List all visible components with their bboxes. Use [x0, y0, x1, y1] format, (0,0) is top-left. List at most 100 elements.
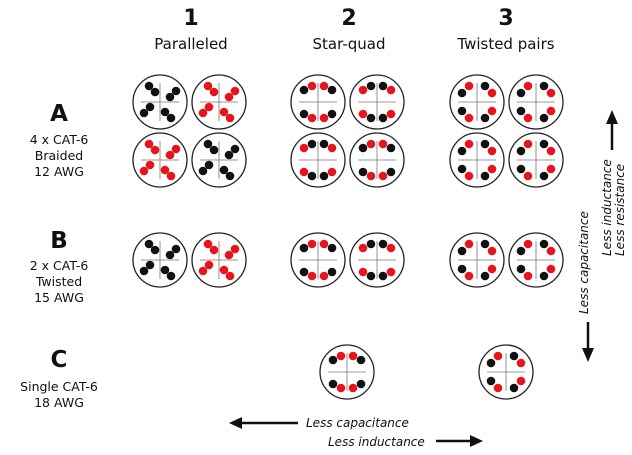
conductor-black [327, 85, 337, 95]
conductor-red [487, 246, 497, 256]
conductor-red [348, 383, 358, 393]
conductor-black [356, 355, 366, 365]
conductor-red [378, 171, 388, 181]
conductor-red [139, 166, 149, 176]
conductor-black [166, 113, 176, 123]
cable-cross-section [290, 232, 346, 288]
conductor-red [487, 164, 497, 174]
conductor-red [523, 271, 533, 281]
cable-cross-section [449, 232, 505, 288]
conductor-red [487, 106, 497, 116]
row-c-line-1: Single CAT-6 [20, 379, 98, 394]
row-c-line-2: 18 AWG [34, 395, 84, 410]
conductor-red [225, 113, 235, 123]
conductor-red [386, 85, 396, 95]
conductor-red [203, 81, 213, 91]
conductor-black [378, 81, 388, 91]
conductor-red [523, 113, 533, 123]
conductor-red [327, 167, 337, 177]
conductor-black [166, 271, 176, 281]
conductor-black [457, 106, 467, 116]
conductor-black [378, 239, 388, 249]
conductor-black [319, 139, 329, 149]
conductor-black [327, 109, 337, 119]
conductor-red [219, 107, 229, 117]
conductor-red [366, 139, 376, 149]
row-a-line-1: 4 x CAT-6 [29, 132, 89, 147]
conductor-black [516, 146, 526, 156]
conductor-red [150, 145, 160, 155]
conductor-black [319, 171, 329, 181]
conductor-black [480, 239, 490, 249]
conductor-black [224, 150, 234, 160]
conductor-red [171, 144, 181, 154]
conductor-black [150, 87, 160, 97]
conductor-red [230, 244, 240, 254]
column-number-1: 1 [183, 6, 199, 31]
conductor-red [348, 351, 358, 361]
conductor-red [160, 165, 170, 175]
conductor-black [307, 171, 317, 181]
conductor-black [307, 139, 317, 149]
cable-cross-section [508, 132, 564, 188]
conductor-red [224, 250, 234, 260]
label-right-less-inductance: Less inductance [600, 159, 614, 256]
conductor-red [307, 113, 317, 123]
conductor-red [230, 86, 240, 96]
conductor-red [523, 81, 533, 91]
conductor-black [144, 81, 154, 91]
cable-cross-section [132, 74, 188, 130]
conductor-black [480, 171, 490, 181]
column-number-2: 2 [341, 6, 357, 31]
conductor-black [327, 267, 337, 277]
conductor-red [144, 139, 154, 149]
cable-cross-section [132, 232, 188, 288]
conductor-black [457, 164, 467, 174]
conductor-red [307, 81, 317, 91]
conductor-red [523, 171, 533, 181]
conductor-black [366, 239, 376, 249]
row-a-line-2: Braided [34, 148, 84, 163]
conductor-red [366, 171, 376, 181]
conductor-black [486, 358, 496, 368]
conductor-black [171, 244, 181, 254]
conductor-black [539, 239, 549, 249]
conductor-red [546, 164, 556, 174]
conductor-red [336, 351, 346, 361]
conductor-red [386, 109, 396, 119]
column-name-star-quad: Star-quad [312, 35, 386, 53]
conductor-red [386, 243, 396, 253]
conductor-red [464, 139, 474, 149]
conductor-red [493, 351, 503, 361]
conductor-red [464, 113, 474, 123]
conductor-black [299, 85, 309, 95]
conductor-red [198, 266, 208, 276]
conductor-black [145, 260, 155, 270]
conductor-black [457, 88, 467, 98]
conductor-black [480, 271, 490, 281]
conductor-black [509, 383, 519, 393]
conductor-red [224, 92, 234, 102]
cable-cross-section [349, 232, 405, 288]
conductor-black [516, 88, 526, 98]
conductor-red [203, 239, 213, 249]
conductor-black [358, 167, 368, 177]
conductor-red [487, 88, 497, 98]
conductor-red [493, 383, 503, 393]
conductor-black [516, 106, 526, 116]
conductor-black [327, 243, 337, 253]
conductor-black [160, 107, 170, 117]
conductor-red [225, 271, 235, 281]
conductor-black [139, 108, 149, 118]
conductor-black [144, 239, 154, 249]
conductor-black [386, 143, 396, 153]
cable-cross-section [508, 232, 564, 288]
cable-cross-section [290, 132, 346, 188]
conductor-red [386, 267, 396, 277]
conductor-black [230, 144, 240, 154]
cable-cross-section [349, 132, 405, 188]
conductor-black [358, 143, 368, 153]
conductor-red [219, 265, 229, 275]
conductor-black [457, 264, 467, 274]
